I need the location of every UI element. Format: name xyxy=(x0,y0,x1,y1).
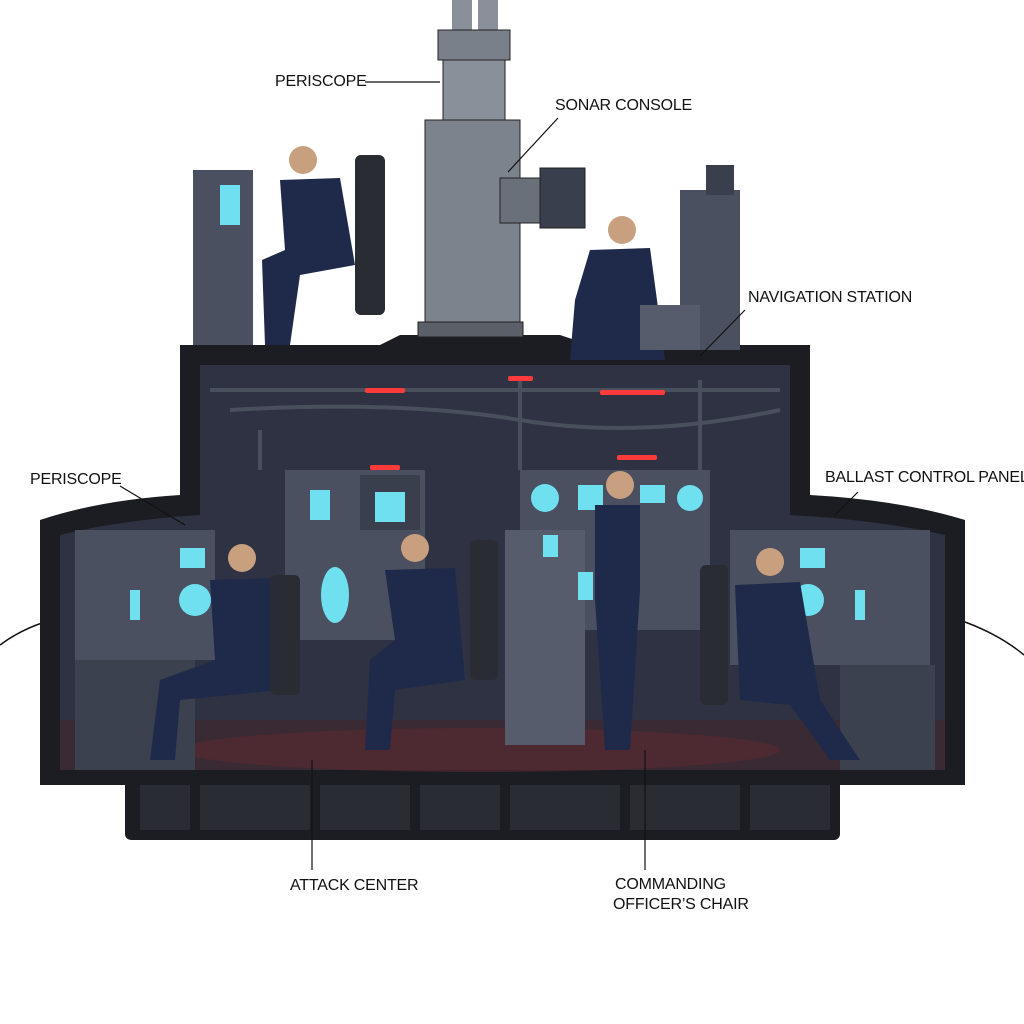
hull-curve-left xyxy=(0,621,46,646)
label-commanding-line2: OFFICER’S CHAIR xyxy=(613,896,749,913)
hull-curve-right xyxy=(964,621,1024,656)
crew xyxy=(150,146,860,760)
label-navigation-station: NAVIGATION STATION xyxy=(748,289,913,306)
label-periscope-top: PERISCOPE xyxy=(275,73,367,90)
label-commanding-line1: COMMANDING xyxy=(615,876,726,893)
label-periscope-left: PERISCOPE xyxy=(30,471,122,488)
label-sonar-console: SONAR CONSOLE xyxy=(555,97,692,114)
label-attack-center: ATTACK CENTER xyxy=(290,877,419,894)
periscope-column xyxy=(417,0,586,338)
label-ballast-control-panel: BALLAST CONTROL PANEL xyxy=(825,469,1024,486)
